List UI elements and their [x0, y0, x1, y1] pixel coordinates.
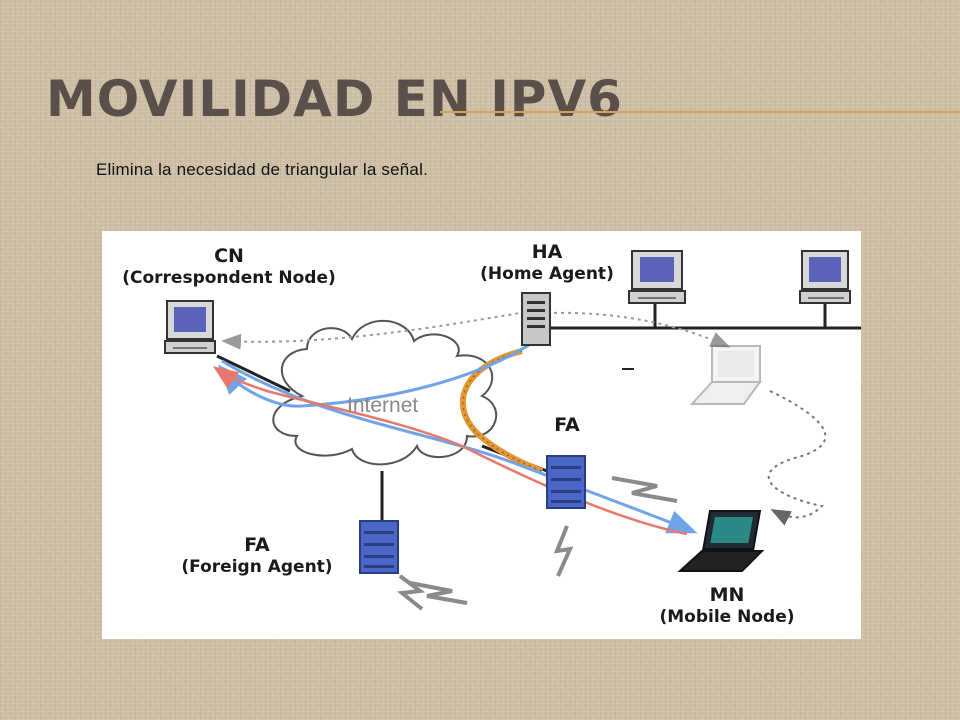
fa-near-label: FA — [554, 414, 580, 436]
slide-subtitle: Elimina la necesidad de triangular la se… — [96, 160, 428, 179]
slide-title: Movilidad en IPv6 — [46, 70, 623, 128]
cn-computer-icon — [164, 300, 216, 354]
network-diagram: CN (Correspondent Node) HA (Home Agent) … — [102, 231, 861, 639]
internet-label: Internet — [347, 394, 419, 417]
mobile-node-label: MN (Mobile Node) — [659, 584, 795, 627]
foreign-agent-label: FA (Foreign Agent) — [181, 534, 333, 577]
ha-server-icon — [521, 292, 551, 346]
home-computer-icon — [799, 250, 851, 304]
home-computer-icon — [628, 250, 686, 304]
internet-cloud — [272, 319, 498, 466]
mobile-node-laptop-icon — [677, 510, 765, 572]
fa-server-icon — [546, 455, 586, 509]
title-underline — [440, 111, 960, 113]
foreign-agent-server-icon — [359, 520, 399, 574]
diagram-graphics — [164, 250, 861, 611]
ha-label: HA (Home Agent) — [480, 241, 614, 284]
cn-label: CN (Correspondent Node) — [122, 245, 336, 288]
faded-laptop-icon — [689, 345, 762, 405]
